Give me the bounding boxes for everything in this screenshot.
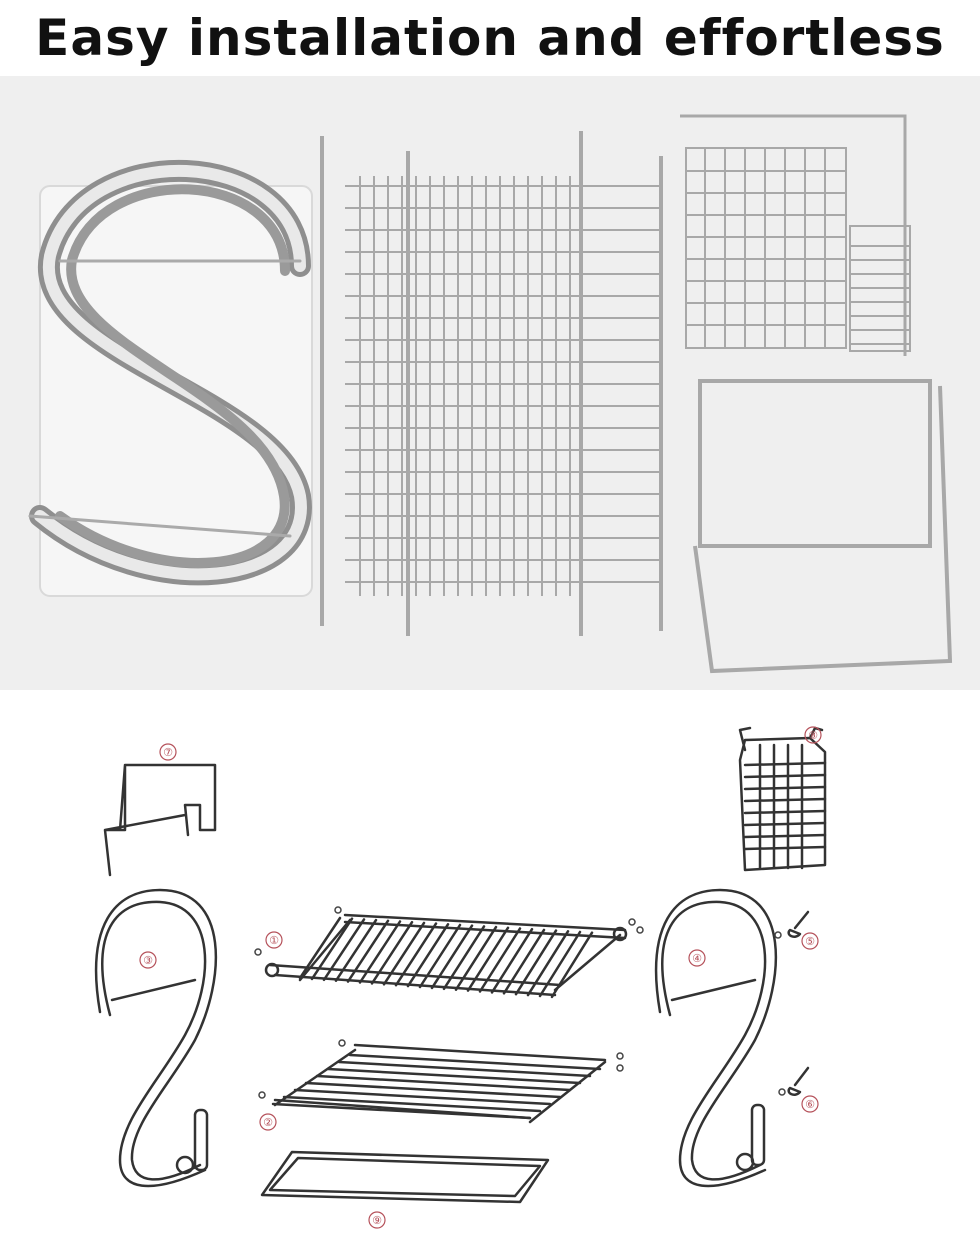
- svg-text:⑧: ⑧: [808, 729, 818, 742]
- svg-text:⑤: ⑤: [805, 935, 815, 948]
- cup-basket-photo: [680, 114, 911, 356]
- part-1-dish-rack: [264, 913, 628, 999]
- label-8: ⑧: [804, 726, 822, 744]
- label-6: ⑥: [801, 1095, 819, 1113]
- svg-text:②: ②: [263, 1116, 273, 1129]
- assembly-diagram: ⑦ ⑧ ③ ④ ① ② ⑤ ⑥ ⑨: [0, 690, 980, 1235]
- part-6-screw: [787, 1066, 810, 1096]
- part-5-screw: [787, 910, 810, 938]
- s-frame-photo: [28, 160, 312, 586]
- svg-text:⑨: ⑨: [372, 1214, 382, 1227]
- label-7: ⑦: [159, 743, 177, 761]
- dish-rack-photo: [320, 131, 663, 636]
- part-7-board-holder: [103, 763, 217, 877]
- part-3-s-frame-left: [94, 888, 218, 1188]
- part-4-s-frame-right: [654, 888, 778, 1188]
- label-4: ④: [688, 949, 706, 967]
- label-2: ②: [259, 1113, 277, 1131]
- svg-text:①: ①: [269, 934, 279, 947]
- product-photo: [0, 76, 980, 690]
- svg-text:⑥: ⑥: [805, 1098, 815, 1111]
- label-1: ①: [265, 931, 283, 949]
- label-3: ③: [139, 951, 157, 969]
- label-5: ⑤: [801, 932, 819, 950]
- page-title: Easy installation and effortless: [35, 9, 945, 67]
- part-9-drip-tray: [260, 1150, 550, 1204]
- label-9: ⑨: [368, 1211, 386, 1229]
- board-holder-photo: [693, 379, 953, 674]
- svg-text:⑦: ⑦: [163, 746, 173, 759]
- assembly-diagram-illustration: ⑦ ⑧ ③ ④ ① ② ⑤ ⑥ ⑨: [94, 726, 827, 1229]
- parts-photo-illustration: [28, 114, 953, 674]
- part-8-utensil-basket: [738, 726, 827, 872]
- svg-text:③: ③: [143, 954, 153, 967]
- part-2-shelf: [271, 1043, 607, 1124]
- svg-text:④: ④: [692, 952, 702, 965]
